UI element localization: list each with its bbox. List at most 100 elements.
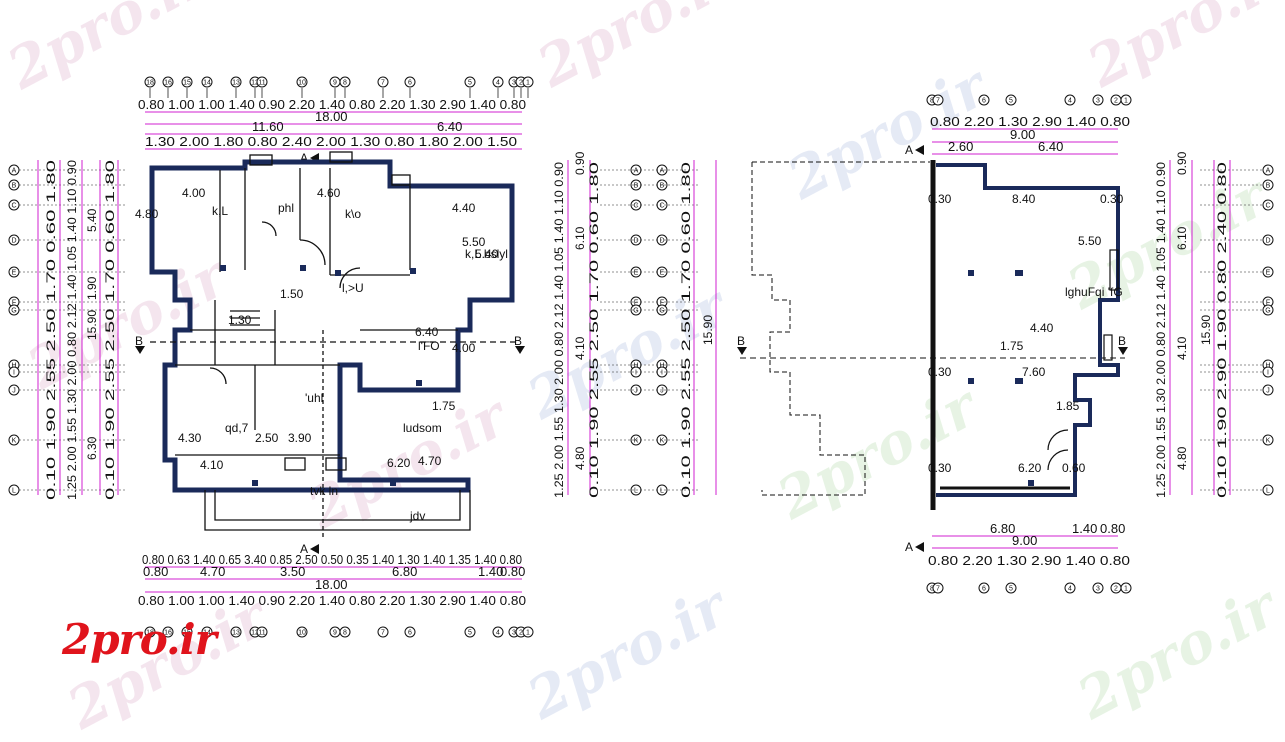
axis-marker-label: C [659,203,664,210]
dim-value: 4.10 [573,336,587,360]
brand-logo: 2pro.ir [62,615,217,664]
right-bottom-total: 9.00 [1012,533,1037,548]
axis-marker-label: 16 [164,80,172,87]
room-dim: 4.40 [1030,321,1054,335]
room-dim: 1.85 [1056,399,1080,413]
axis-marker-label: A [634,168,639,175]
section-a-arrow [915,542,924,552]
axis-marker-label: 8 [930,586,934,593]
mid-dim-col3: 0.10 1.90 2.55 2.50 1.70 0.60 1.80 [587,161,601,498]
axis-marker: E [8,266,20,278]
left-plan-columns [220,265,422,486]
axis-marker: 8 [339,76,351,88]
axis-marker-label: 3 [512,80,516,87]
right-plan-details [1047,249,1119,471]
axis-marker: K [8,434,20,446]
room-label: l,>U [342,281,364,295]
axis-marker: C [1262,199,1274,211]
axis-marker-label: 5 [1009,98,1013,105]
axis-marker: B [8,179,20,191]
right-top-dim-row1: 0.80 2.20 1.30 2.90 1.40 0.80 [930,114,1130,129]
left-top-split-b: 6.40 [437,119,462,134]
axis-marker-label: 6 [982,98,986,105]
right-plan-walls [936,163,1120,497]
axis-marker: 10 [296,76,308,88]
axis-marker-label: 11 [258,630,265,637]
dim-value: 6.10 [573,226,587,250]
axis-marker: J [1262,384,1274,396]
axis-marker-label: 1 [526,80,530,87]
axis-marker-label: G [11,308,16,315]
axis-marker: A [8,164,20,176]
mid-dim-col2: 4.804.106.100.90 [573,151,587,470]
section-a-label-bottom: A [300,542,308,556]
axis-marker-label: D [1265,238,1270,245]
room-dim: 7.60 [1022,365,1046,379]
axis-marker: 10 [296,626,308,638]
axis-marker-label: 9 [333,80,337,87]
axis-marker-label: H [633,363,638,370]
axis-marker: 16 [162,76,174,88]
section-b-label-left: B [135,334,143,348]
section-b-arrow [1118,347,1128,355]
axis-marker-label: 12 [251,80,259,87]
axis-marker-label: J [1266,388,1270,395]
axis-marker: 9 [329,76,341,88]
dim-value: 4.10 [1175,336,1189,360]
axis-marker-label: 1 [1124,586,1128,593]
axis-marker: 18 [144,626,156,638]
axis-marker-label: I [661,370,663,377]
axis-marker: 7 [377,626,389,638]
room-dim: 1.30 [228,313,252,327]
right-dim-col3: 0.10 1.90 2.90 1.90 0.80 2.40 0.80 [1215,161,1229,498]
axis-marker: 9 [329,626,341,638]
axis-marker-label: B [1266,183,1271,190]
section-b-label-right: B [514,334,522,348]
axis-marker-label: A [1266,168,1271,175]
axis-marker-label: L [634,488,638,495]
axis-marker-label: I [635,370,637,377]
axis-marker: J [8,384,20,396]
dim-value: 6.80 [392,564,417,579]
axis-marker: C [8,199,20,211]
room-dim: 1.75 [432,399,456,413]
room-dim: 4.60 [317,186,341,200]
dim-value: 0.80 [500,564,525,579]
axis-marker-label: 3 [512,630,516,637]
axis-marker: 5 [1005,94,1017,106]
axis-marker-label: 18 [146,630,154,637]
axis-marker-label: B [634,183,639,190]
section-b-label: B [1118,334,1126,348]
room-dim: 0.30 [928,192,952,206]
axis-marker-label: 6 [982,586,986,593]
left-dim-col: 0.10 1.90 2.55 2.50 1.70 0.60 1.80 [103,159,117,500]
room-label: 'uhl [305,391,323,405]
axis-marker-label: 6 [408,630,412,637]
axis-marker-label: 10 [298,630,306,637]
axis-marker: G [8,304,20,316]
axis-marker-label: I [1267,370,1269,377]
axis-marker-label: E [12,270,17,277]
axis-marker-label: 2 [1114,98,1118,105]
right-dim-col1: 1.25 2.00 1.55 1.30 2.00 0.80 2.12 1.40 … [1154,162,1168,498]
axis-marker: 5 [464,76,476,88]
room-dim: 0.60 [1062,461,1086,475]
section-a-arrow [310,544,319,554]
left-top-dim-row3: 1.30 2.00 1.80 0.80 2.40 2.00 1.30 0.80 … [145,134,517,149]
axis-marker-label: 2 [1114,586,1118,593]
axis-marker: 5 [1005,582,1017,594]
axis-marker-label: L [1266,488,1270,495]
axis-marker-label: 18 [146,80,154,87]
axis-marker-label: 11 [258,80,265,87]
axis-marker-label: 8 [343,80,347,87]
axis-marker-label: E [634,270,639,277]
axis-marker-label: F [660,300,664,307]
axis-marker-label: J [634,388,638,395]
room-dim: 0.30 [928,461,952,475]
